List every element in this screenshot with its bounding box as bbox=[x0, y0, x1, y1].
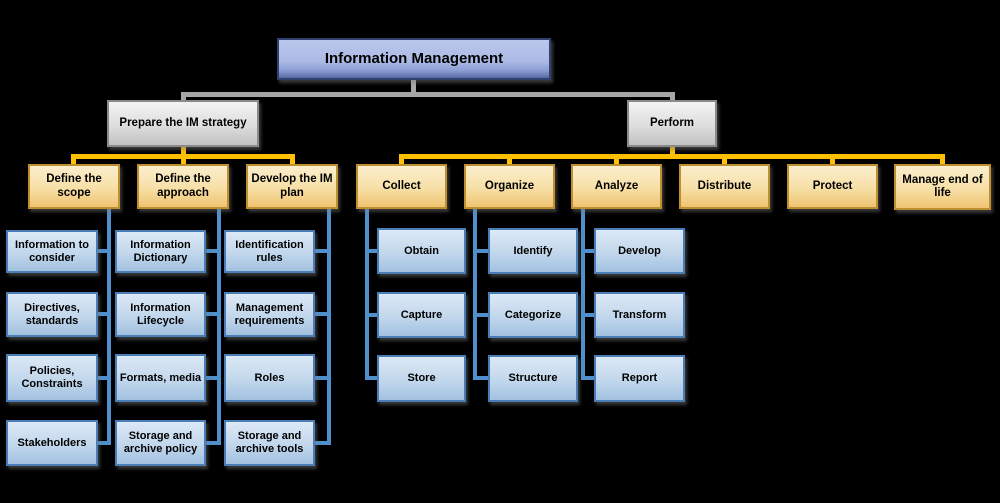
node-perform: Perform bbox=[627, 100, 717, 147]
connector-stub bbox=[581, 376, 594, 380]
connector-drop-distribute bbox=[722, 154, 727, 165]
node-transform: Transform bbox=[594, 292, 685, 338]
node-develop-the-im-plan: Develop the IM plan bbox=[246, 164, 338, 209]
node-report: Report bbox=[594, 355, 685, 402]
node-identify: Identify bbox=[488, 228, 578, 274]
node-information-lifecycle: Information Lifecycle bbox=[115, 292, 206, 337]
connector-stub bbox=[473, 313, 488, 317]
node-analyze: Analyze bbox=[571, 164, 662, 209]
connector-plan-spine bbox=[327, 209, 331, 445]
connector-root-drop bbox=[411, 80, 416, 93]
connector-drop-perform bbox=[670, 92, 675, 102]
node-collect: Collect bbox=[356, 164, 447, 209]
node-prepare-the-im-strategy: Prepare the IM strategy bbox=[107, 100, 259, 147]
connector-stub bbox=[365, 249, 377, 253]
connector-approach-spine bbox=[217, 209, 221, 445]
connector-collect-spine bbox=[365, 209, 369, 380]
connector-stub bbox=[313, 249, 331, 253]
node-information-dictionary: Information Dictionary bbox=[115, 230, 206, 273]
node-information-management: Information Management bbox=[277, 38, 551, 80]
node-organize: Organize bbox=[464, 164, 555, 209]
node-define-the-scope: Define the scope bbox=[28, 164, 120, 209]
node-manage-end-of-life: Manage end of life bbox=[894, 164, 991, 210]
node-storage-and-archive-policy: Storage and archive policy bbox=[115, 420, 206, 466]
connector-prepare-drop bbox=[181, 147, 186, 165]
connector-perform-bus bbox=[399, 154, 945, 159]
connector-drop-define-scope bbox=[71, 154, 76, 165]
node-structure: Structure bbox=[488, 355, 578, 402]
node-directives-standards: Directives, standards bbox=[6, 292, 98, 337]
connector-stub bbox=[204, 376, 221, 380]
node-management-requirements: Management requirements bbox=[224, 292, 315, 337]
connector-stub bbox=[473, 249, 488, 253]
connector-stub bbox=[581, 313, 594, 317]
node-store: Store bbox=[377, 355, 466, 402]
connector-stub bbox=[96, 312, 111, 316]
connector-drop-protect bbox=[830, 154, 835, 165]
connector-stub bbox=[365, 313, 377, 317]
connector-stub bbox=[313, 312, 331, 316]
connector-drop-collect bbox=[399, 154, 404, 165]
connector-stub bbox=[473, 376, 488, 380]
connector-analyze-spine bbox=[581, 209, 585, 380]
connector-stub bbox=[581, 249, 594, 253]
connector-stub bbox=[96, 376, 111, 380]
node-protect: Protect bbox=[787, 164, 878, 209]
node-information-to-consider: Information to consider bbox=[6, 230, 98, 273]
node-formats-media: Formats, media bbox=[115, 354, 206, 402]
connector-stub bbox=[204, 249, 221, 253]
connector-organize-spine bbox=[473, 209, 477, 380]
connector-stub bbox=[365, 376, 377, 380]
node-capture: Capture bbox=[377, 292, 466, 338]
connector-stub bbox=[313, 441, 331, 445]
connector-root-bus bbox=[181, 92, 675, 97]
connector-drop-develop-plan bbox=[290, 154, 295, 165]
connector-stub bbox=[204, 441, 221, 445]
connector-stub bbox=[313, 376, 331, 380]
connector-stub bbox=[96, 441, 111, 445]
node-obtain: Obtain bbox=[377, 228, 466, 274]
node-policies-constraints: Policies, Constraints bbox=[6, 354, 98, 402]
connector-drop-analyze bbox=[614, 154, 619, 165]
connector-perform-drop bbox=[670, 147, 675, 156]
connector-stub bbox=[96, 249, 111, 253]
node-identification-rules: Identification rules bbox=[224, 230, 315, 273]
connector-drop-prepare bbox=[181, 92, 186, 102]
node-define-the-approach: Define the approach bbox=[137, 164, 229, 209]
connector-drop-organize bbox=[507, 154, 512, 165]
node-roles: Roles bbox=[224, 354, 315, 402]
node-categorize: Categorize bbox=[488, 292, 578, 338]
connector-drop-manage-eol bbox=[940, 154, 945, 165]
connector-scope-spine bbox=[107, 209, 111, 445]
node-distribute: Distribute bbox=[679, 164, 770, 209]
node-storage-and-archive-tools: Storage and archive tools bbox=[224, 420, 315, 466]
connector-stub bbox=[204, 312, 221, 316]
node-develop: Develop bbox=[594, 228, 685, 274]
node-stakeholders: Stakeholders bbox=[6, 420, 98, 466]
